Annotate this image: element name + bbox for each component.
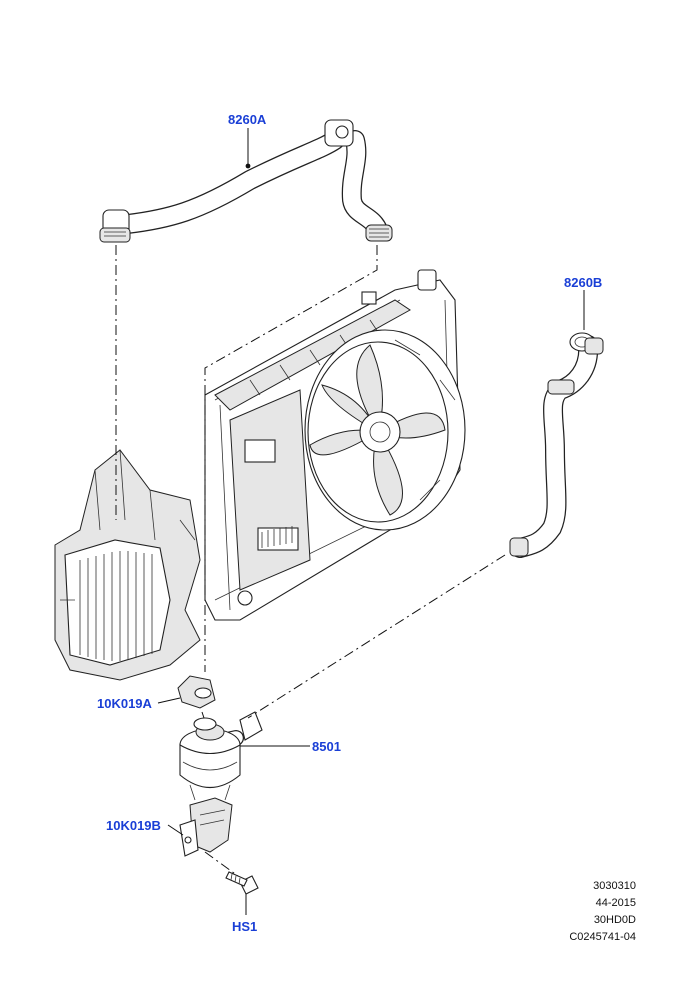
hose-connector-upper-right xyxy=(569,332,604,355)
mounting-bolt xyxy=(225,871,259,895)
hose-connector-lower-right xyxy=(509,537,529,557)
pump-bracket-upper xyxy=(177,675,217,731)
upper-coolant-hose xyxy=(99,119,393,243)
cooling-fan xyxy=(304,329,466,531)
reference-block: 3030310 44-2015 30HD0D C0245741-04 xyxy=(569,878,636,946)
radiator-top-tank xyxy=(214,299,411,411)
leader-lines xyxy=(157,128,585,915)
radiator-side-panel xyxy=(229,389,311,591)
reference-line-1: 3030310 xyxy=(593,880,636,892)
hose-connector-bottom xyxy=(365,224,393,242)
fan-motor-hub xyxy=(359,411,401,453)
callout-8260a: 8260A xyxy=(228,112,267,127)
callout-10k019b: 10K019B xyxy=(106,818,161,833)
hose-connector-left xyxy=(99,209,131,243)
reference-line-3: 30HD0D xyxy=(593,914,636,926)
coolant-pump xyxy=(179,711,263,801)
intercooler-fins xyxy=(79,551,153,661)
callout-8260b: 8260B xyxy=(564,275,602,290)
callout-10k019a: 10K019A xyxy=(97,696,153,711)
reference-line-4: C0245741-04 xyxy=(569,931,636,943)
pump-bracket-lower xyxy=(179,797,233,857)
hose-connector-top xyxy=(324,119,354,147)
radiator-filler-neck xyxy=(361,269,437,305)
reference-line-2: 44-2015 xyxy=(595,897,636,909)
hose-clip xyxy=(547,379,575,395)
callout-hs1: HS1 xyxy=(232,919,257,934)
callout-8501: 8501 xyxy=(312,739,341,754)
assembly-lines xyxy=(115,245,506,877)
right-coolant-hose xyxy=(509,332,604,558)
intercooler xyxy=(54,449,201,681)
